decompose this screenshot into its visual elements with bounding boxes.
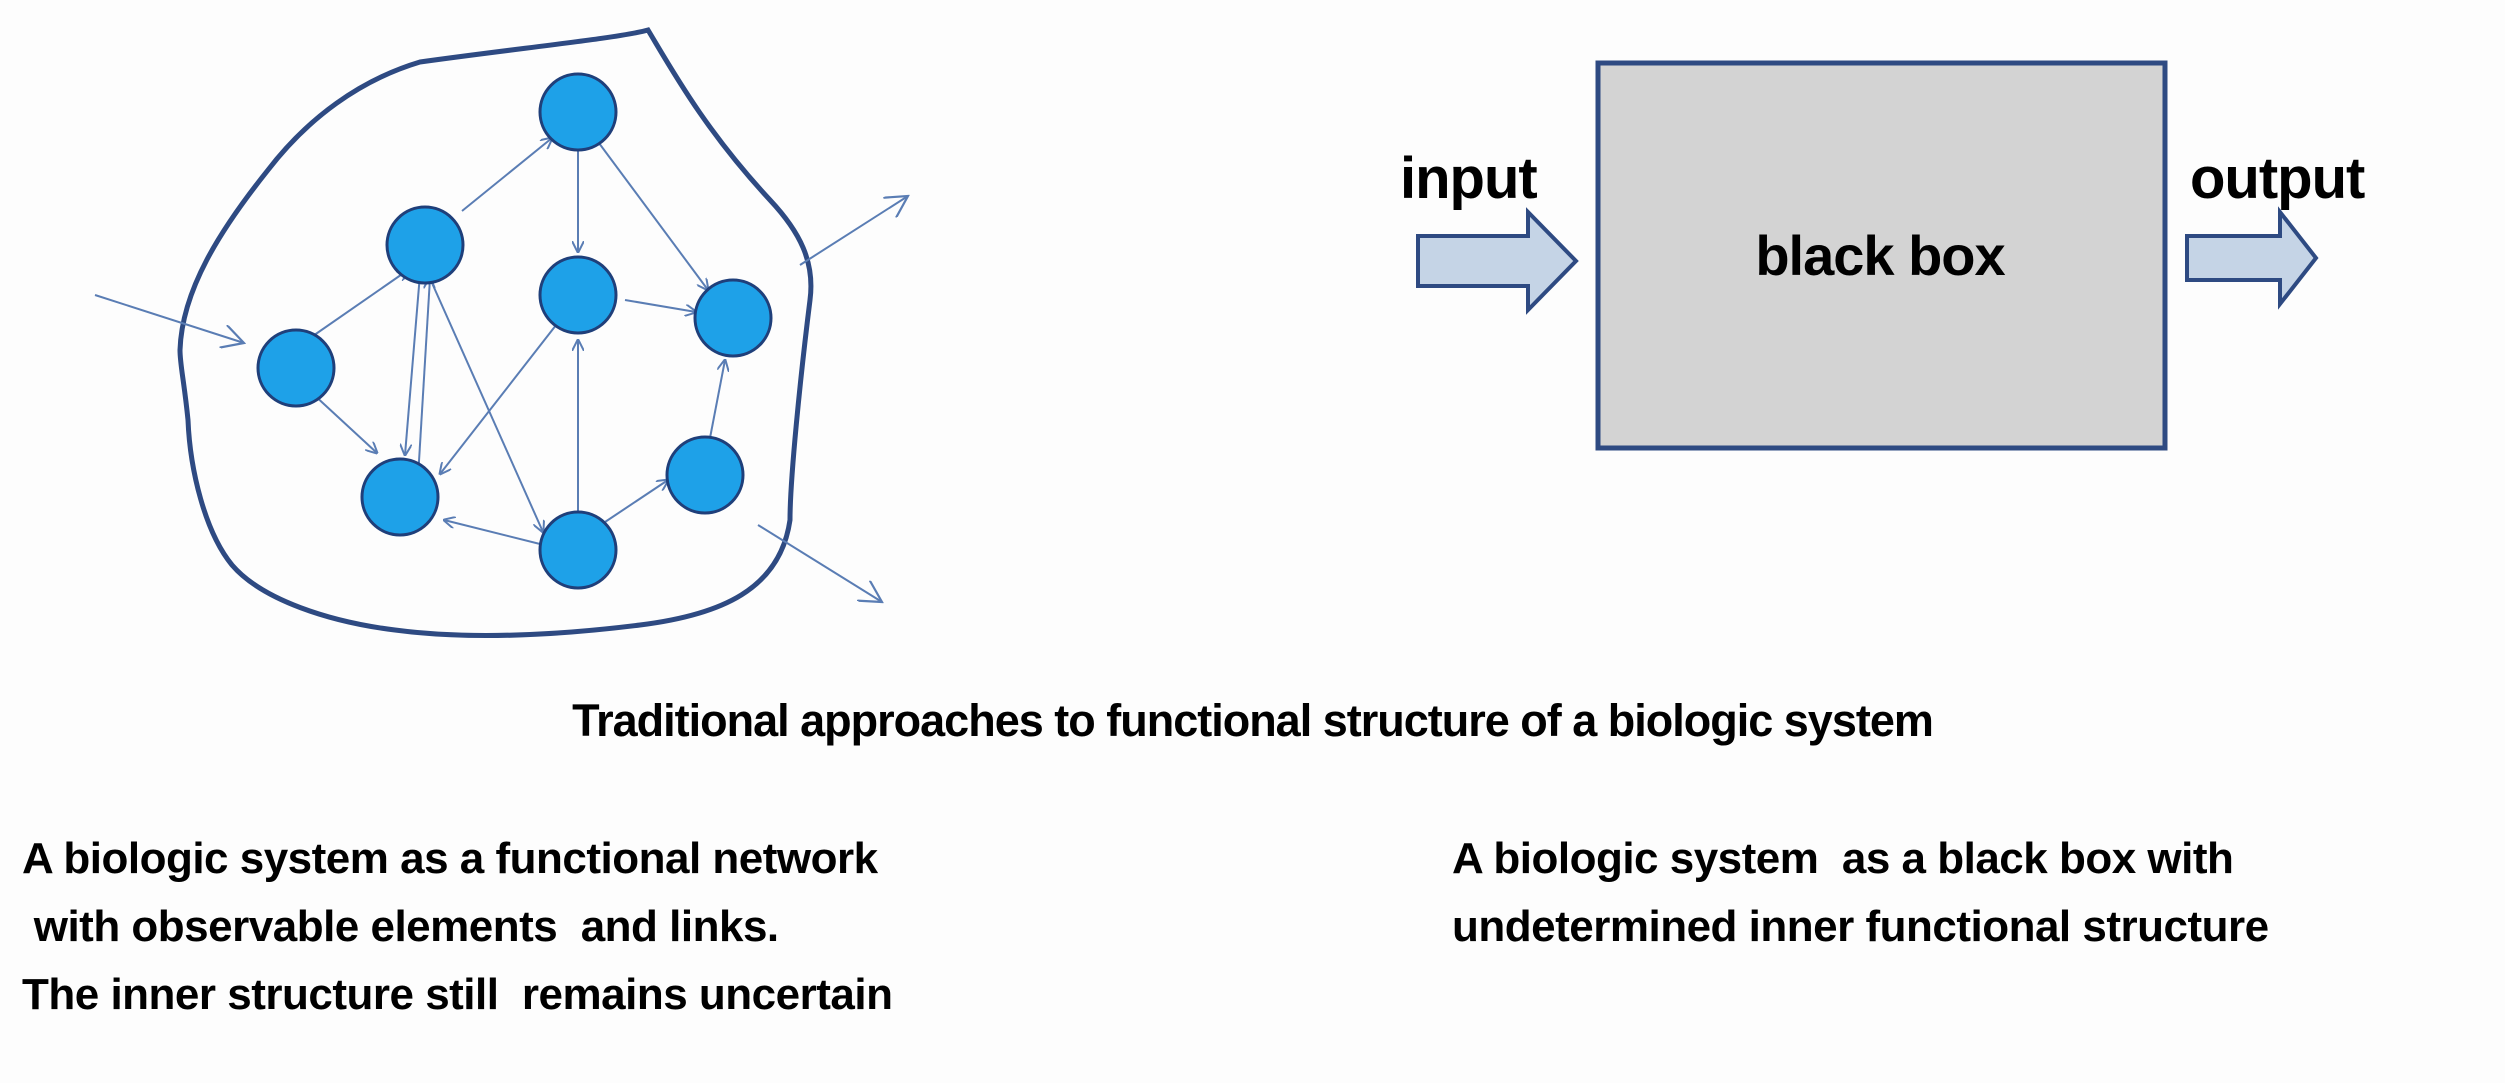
black-box <box>1595 60 2168 451</box>
network-node <box>385 205 465 285</box>
network-node <box>693 278 773 358</box>
edge <box>624 299 696 312</box>
edge <box>461 138 552 212</box>
edge <box>311 392 377 453</box>
edge <box>417 278 430 479</box>
description-line: undetermined inner functional structure <box>1452 902 2269 951</box>
network-node <box>360 457 440 537</box>
edge <box>405 273 421 455</box>
description-line: The inner structure still remains uncert… <box>22 970 893 1019</box>
edge <box>709 360 725 439</box>
network-node <box>538 72 618 152</box>
input-arrow-icon <box>1416 207 1579 315</box>
network-node <box>538 255 618 335</box>
network-boundary <box>177 27 814 638</box>
description-line: with observable elements and links. <box>22 902 779 951</box>
description-line: A biologic system as a black box with <box>1452 834 2234 883</box>
black-box-label: black box <box>1755 224 2005 287</box>
network-nodes <box>256 72 773 590</box>
output-arrow-icon <box>2185 206 2319 310</box>
network-node <box>665 435 745 515</box>
edge <box>440 319 561 474</box>
network-edges <box>94 134 908 602</box>
output-label: output <box>2190 146 2365 211</box>
diagram-title: Traditional approaches to functional str… <box>572 695 1934 746</box>
edge <box>604 480 668 523</box>
network-node <box>538 510 618 590</box>
edge <box>444 520 549 547</box>
external-input-arrow <box>94 294 244 343</box>
input-label: input <box>1400 146 1537 211</box>
external-output-arrow <box>757 524 882 602</box>
edge <box>427 273 543 532</box>
black-box-description: A biologic system as a black box with un… <box>1452 825 2269 961</box>
network-node <box>256 328 336 408</box>
external-output-arrow <box>799 196 908 266</box>
edge <box>592 134 708 290</box>
description-line: A biologic system as a functional networ… <box>22 834 878 883</box>
edge <box>309 270 408 339</box>
network-description: A biologic system as a functional networ… <box>22 825 893 1029</box>
